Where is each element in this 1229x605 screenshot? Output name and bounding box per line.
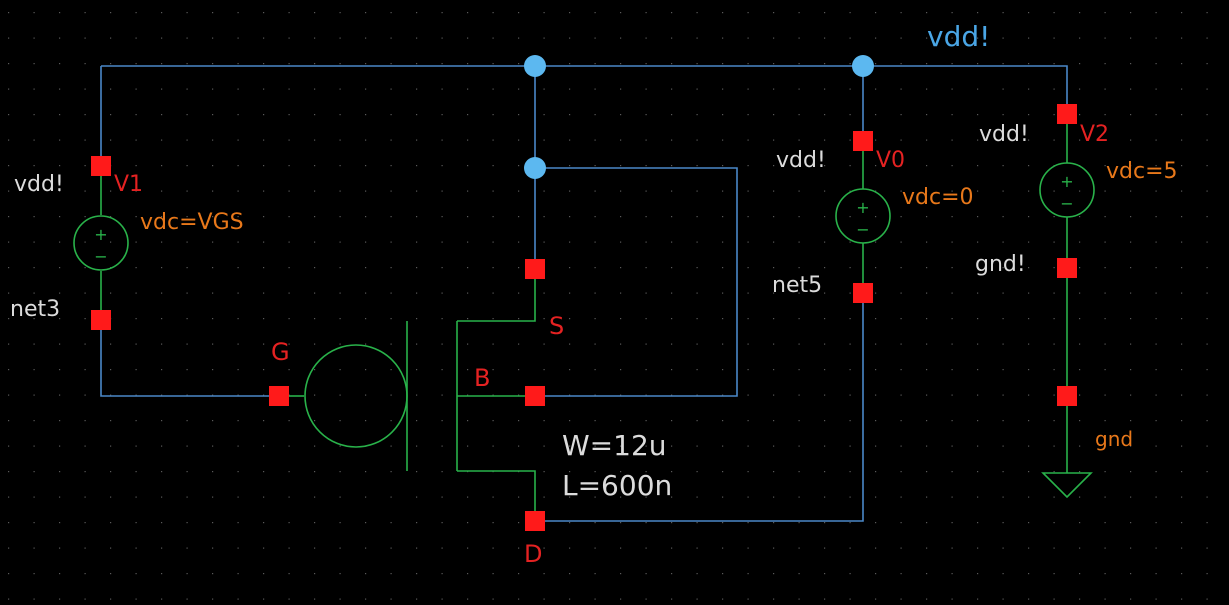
v1-minus-to-gate-wire[interactable] bbox=[100, 320, 279, 397]
pin-bulk[interactable] bbox=[525, 386, 545, 406]
pin-v1-minus[interactable] bbox=[91, 310, 111, 330]
v2-plus-net-label: vdd! bbox=[979, 122, 1029, 147]
v0-plus-symbol: + bbox=[856, 198, 869, 217]
voltage-source-v2[interactable] bbox=[1039, 124, 1095, 258]
labels: vdd! vdd! V1 vdc=VGS net3 G S B D W=12u … bbox=[10, 20, 1178, 568]
pin-drain[interactable] bbox=[525, 511, 545, 531]
voltage-source-v0[interactable] bbox=[835, 151, 891, 283]
junction-dot[interactable] bbox=[524, 157, 546, 179]
v0-param-label: vdc=0 bbox=[902, 185, 974, 210]
v2-minus-net-label: gnd! bbox=[975, 252, 1026, 277]
ground-symbol[interactable] bbox=[1041, 278, 1093, 499]
gnd-net-label: gnd bbox=[1095, 427, 1133, 451]
voltage-source-v1[interactable] bbox=[73, 176, 129, 310]
source-label: S bbox=[549, 312, 564, 340]
pins bbox=[91, 104, 1077, 531]
v1-instance-label: V1 bbox=[114, 172, 143, 197]
v1-minus-symbol: − bbox=[94, 247, 107, 266]
v2-param-label: vdc=5 bbox=[1106, 159, 1178, 184]
mosfet-transistor[interactable] bbox=[289, 279, 536, 511]
pin-source[interactable] bbox=[525, 259, 545, 279]
v2-minus-symbol: − bbox=[1060, 194, 1073, 213]
drain-to-v0-wire[interactable] bbox=[535, 293, 864, 522]
junction-dot[interactable] bbox=[524, 55, 546, 77]
bulk-label: B bbox=[474, 364, 490, 392]
vdd-rail-wire[interactable] bbox=[101, 65, 1068, 114]
devices bbox=[73, 124, 1095, 511]
pin-v2-minus[interactable] bbox=[1057, 258, 1077, 278]
v0-minus-net-label: net5 bbox=[772, 273, 822, 298]
v1-param-label: vdc=VGS bbox=[140, 210, 244, 235]
v2-plus-symbol: + bbox=[1060, 172, 1073, 191]
v1-minus-net-label: net3 bbox=[10, 297, 60, 322]
junctions bbox=[524, 55, 874, 179]
grid-dots bbox=[8, 12, 1208, 600]
pin-gate[interactable] bbox=[269, 386, 289, 406]
width-param-label: W=12u bbox=[562, 429, 667, 462]
gate-label: G bbox=[271, 338, 290, 366]
pin-v1-plus[interactable] bbox=[91, 156, 111, 176]
v0-minus-symbol: − bbox=[856, 220, 869, 239]
bulk-loop-wire[interactable] bbox=[535, 167, 738, 397]
pin-v2-plus[interactable] bbox=[1057, 104, 1077, 124]
pin-v0-plus[interactable] bbox=[853, 131, 873, 151]
v2-instance-label: V2 bbox=[1080, 122, 1109, 147]
drain-label: D bbox=[524, 540, 542, 568]
v1-plus-symbol: + bbox=[94, 225, 107, 244]
pin-gnd[interactable] bbox=[1057, 386, 1077, 406]
vdd-rail-label[interactable]: vdd! bbox=[927, 20, 990, 53]
v0-instance-label: V0 bbox=[876, 148, 905, 173]
junction-dot[interactable] bbox=[852, 55, 874, 77]
v0-plus-net-label: vdd! bbox=[776, 148, 826, 173]
source-polarity: + − + − + − bbox=[94, 172, 1073, 266]
length-param-label: L=600n bbox=[562, 469, 672, 502]
v1-plus-net-label: vdd! bbox=[14, 172, 64, 197]
pin-v0-minus[interactable] bbox=[853, 283, 873, 303]
